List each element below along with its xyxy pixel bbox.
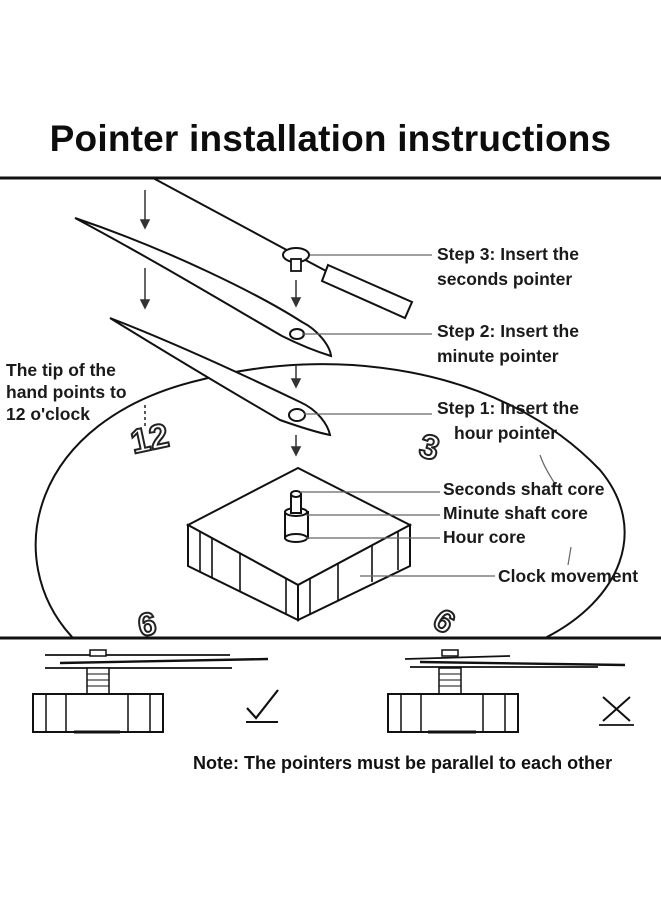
step3-label: Step 3: Insert the seconds pointer: [437, 242, 579, 292]
tip-label-line1: The tip of the: [6, 360, 116, 380]
step1-label-line2: hour pointer: [454, 423, 558, 443]
incorrect-example: [387, 649, 626, 734]
hour-core-label: Hour core: [443, 527, 526, 547]
check-icon: [246, 689, 279, 723]
parallel-note: Note: The pointers must be parallel to e…: [193, 753, 613, 773]
step2-label-line1: Step 2: Insert the: [437, 321, 579, 341]
minute-pointer: [74, 217, 333, 358]
tip-label-line3: 12 o'clock: [6, 404, 90, 424]
hour-pointer: [109, 317, 332, 437]
step2-label-line2: minute pointer: [437, 346, 559, 366]
step1-label: Step 1: Insert the hour pointer: [437, 396, 579, 446]
clock-face-arc: [34, 363, 626, 639]
leader-lines: [300, 254, 572, 577]
minute-shaft-label: Minute shaft core: [443, 503, 588, 523]
correct-example: [32, 649, 269, 734]
page-title: Pointer installation instructions: [49, 118, 612, 159]
cross-icon: [599, 696, 634, 726]
dial-number-6: 6: [427, 601, 462, 641]
tip-label-line2: hand points to: [6, 382, 127, 402]
tip-label: The tip of the hand points to 12 o'clock: [6, 359, 127, 425]
down-arrow-icons: [139, 190, 302, 457]
seconds-pointer: [152, 177, 414, 320]
clock-movement-label: Clock movement: [498, 566, 639, 586]
step3-label-line2: seconds pointer: [437, 269, 573, 289]
step3-label-line1: Step 3: Insert the: [437, 244, 579, 264]
seconds-shaft-label: Seconds shaft core: [443, 479, 605, 499]
step2-label: Step 2: Insert the minute pointer: [437, 319, 579, 369]
dial-number-12: 12: [127, 417, 172, 462]
step1-label-line1: Step 1: Insert the: [437, 398, 579, 418]
clock-movement: [185, 466, 413, 622]
